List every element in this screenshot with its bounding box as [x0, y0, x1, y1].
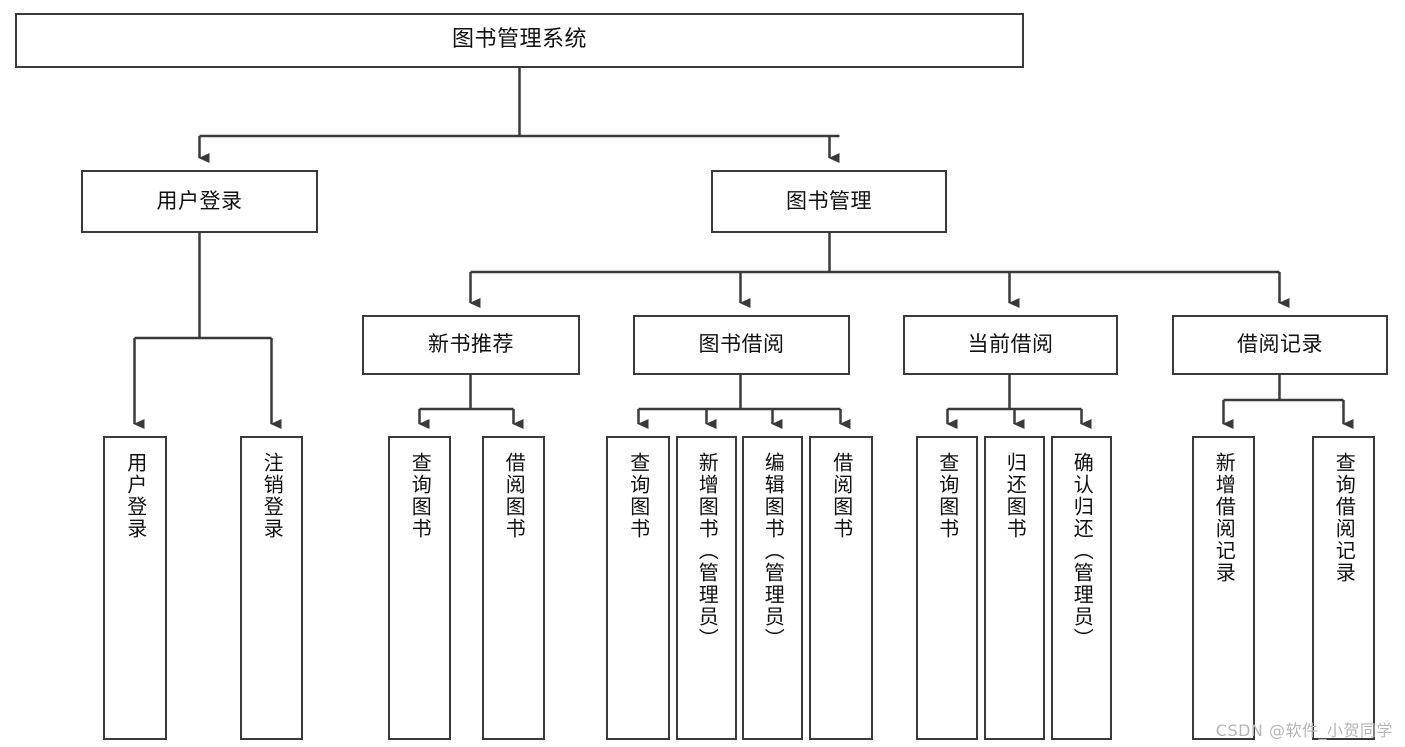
leaf-node-label: 确认归还（管理员）: [1070, 452, 1095, 650]
leaf-node[interactable]: 编辑图书（管理员）: [742, 436, 803, 740]
leaf-node[interactable]: 查询图书: [916, 436, 978, 740]
node-borrow-record-label: 借阅记录: [1237, 332, 1323, 357]
leaf-node-label: 新增图书（管理员）: [695, 452, 720, 650]
leaf-node-label: 查询图书: [626, 452, 651, 540]
node-book-management-label: 图书管理: [786, 188, 872, 213]
leaf-node[interactable]: 借阅图书: [482, 436, 545, 740]
node-book-borrow[interactable]: 图书借阅: [633, 315, 850, 375]
node-root[interactable]: 图书管理系统: [15, 13, 1024, 68]
node-current-borrow-label: 当前借阅: [967, 332, 1054, 357]
leaf-node-label: 用户登录: [123, 452, 148, 540]
node-user-login-label: 用户登录: [156, 188, 243, 213]
leaf-node[interactable]: 查询图书: [388, 436, 451, 740]
leaf-node[interactable]: 归还图书: [984, 436, 1045, 740]
node-book-management[interactable]: 图书管理: [711, 170, 947, 233]
csdn-watermark: CSDN @软件_小贺同学: [1215, 721, 1393, 740]
leaf-node-label: 查询图书: [935, 452, 960, 540]
leaf-node[interactable]: 查询图书: [606, 436, 670, 740]
node-book-borrow-label: 图书借阅: [698, 332, 785, 357]
node-new-book-recommend-label: 新书推荐: [428, 332, 514, 357]
leaf-node[interactable]: 确认归还（管理员）: [1051, 436, 1112, 740]
leaf-node[interactable]: 借阅图书: [809, 436, 873, 740]
leaf-node-label: 借阅图书: [502, 452, 527, 540]
leaf-node-label: 编辑图书（管理员）: [761, 452, 786, 650]
leaf-node-label: 查询借阅记录: [1332, 452, 1357, 584]
node-user-login[interactable]: 用户登录: [81, 170, 318, 233]
node-current-borrow[interactable]: 当前借阅: [903, 315, 1118, 375]
leaf-node-label: 归还图书: [1003, 452, 1028, 540]
node-root-label: 图书管理系统: [451, 27, 587, 53]
leaf-node[interactable]: 查询借阅记录: [1312, 436, 1375, 740]
leaf-node-label: 借阅图书: [829, 452, 854, 540]
leaf-node[interactable]: 用户登录: [103, 436, 167, 740]
leaf-node[interactable]: 新增图书（管理员）: [676, 436, 737, 740]
node-borrow-record[interactable]: 借阅记录: [1172, 315, 1388, 375]
node-new-book-recommend[interactable]: 新书推荐: [362, 315, 580, 375]
leaf-node-label: 新增借阅记录: [1212, 452, 1237, 584]
leaf-node[interactable]: 新增借阅记录: [1192, 436, 1255, 740]
leaf-node-label: 查询图书: [408, 452, 433, 540]
leaf-node[interactable]: 注销登录: [240, 436, 303, 740]
leaf-node-label: 注销登录: [260, 452, 285, 540]
